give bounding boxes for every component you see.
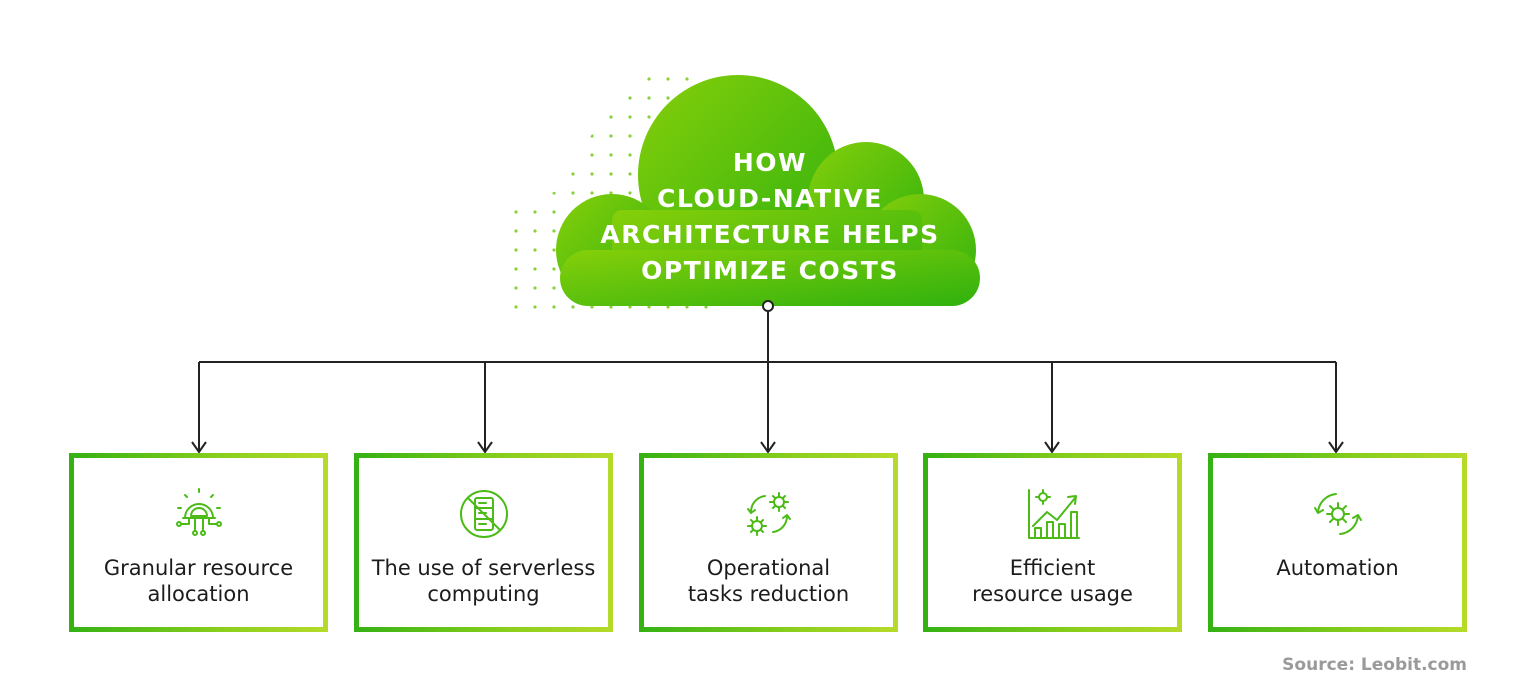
box-label-line: Operational	[706, 556, 831, 580]
box-label-line: Granular resource	[103, 556, 294, 580]
chip-gear-icon	[175, 488, 222, 536]
box-label: Automation	[1213, 555, 1462, 581]
box-label-line: computing	[427, 582, 540, 606]
box-serverless-computing: The use of serverless computing	[354, 453, 613, 632]
connector-node	[762, 300, 774, 312]
title-line: OPTIMIZE COSTS	[641, 256, 899, 285]
cloud-title: HOW CLOUD-NATIVE ARCHITECTURE HELPS OPTI…	[560, 145, 980, 289]
box-label-line: Efficient	[1009, 556, 1096, 580]
no-server-icon	[459, 490, 508, 538]
box-label-line: resource usage	[972, 582, 1133, 606]
box-label-line: tasks reduction	[687, 582, 850, 606]
growth-chart-gear-icon	[1027, 489, 1080, 539]
box-automation: Automation	[1208, 453, 1467, 632]
box-label-line: allocation	[147, 582, 250, 606]
connector-arrowheads	[191, 441, 1344, 454]
connector-lines	[198, 312, 1337, 452]
box-label: Granular resource allocation	[74, 555, 323, 607]
box-efficient-resource-usage: Efficient resource usage	[923, 453, 1182, 632]
box-granular-resource-allocation: Granular resource allocation	[69, 453, 328, 632]
source-credit: Source: Leobit.com	[1282, 655, 1467, 675]
box-label-line: The use of serverless	[371, 556, 596, 580]
title-line: CLOUD-NATIVE	[657, 184, 883, 213]
box-operational-tasks-reduction: Operational tasks reduction	[639, 453, 898, 632]
title-line: HOW	[732, 148, 808, 177]
cloud-shape	[556, 75, 980, 306]
box-label: Efficient resource usage	[928, 555, 1177, 607]
box-label: The use of serverless computing	[359, 555, 608, 607]
box-label: Operational tasks reduction	[644, 555, 893, 607]
gear-refresh-icon	[1313, 493, 1362, 535]
gears-cycle-icon	[746, 492, 791, 536]
box-label-line: Automation	[1276, 556, 1399, 580]
title-line: ARCHITECTURE HELPS	[600, 220, 940, 249]
